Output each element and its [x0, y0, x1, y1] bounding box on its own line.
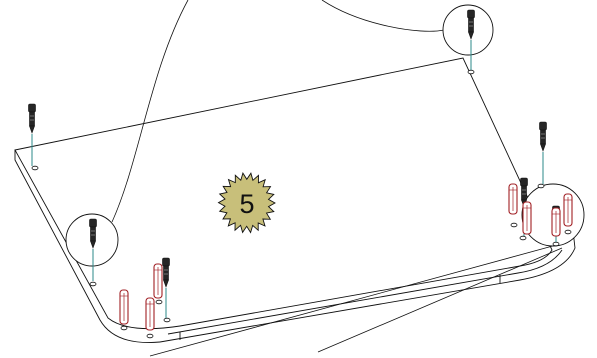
- wooden-dowel: [145, 297, 155, 331]
- wooden-dowel: [119, 289, 129, 325]
- hole: [467, 69, 475, 75]
- panel-holes: [31, 69, 572, 339]
- hardware-parts: [28, 9, 573, 331]
- cam-bolt: [539, 121, 547, 184]
- leader-top-left: [111, 0, 189, 223]
- hole: [519, 235, 527, 241]
- panel-board: [14, 57, 576, 343]
- leader-top-right: [321, 0, 445, 32]
- hole: [89, 281, 97, 287]
- panel-bottom-edge: [159, 221, 576, 343]
- step-badge-burst: [217, 172, 276, 234]
- hole: [31, 165, 39, 171]
- wooden-dowel: [153, 263, 163, 299]
- cam-bolt: [28, 103, 36, 166]
- step-number: 5: [239, 189, 254, 219]
- panel-front-edge: [14, 150, 161, 343]
- cam-bolt: [89, 218, 97, 281]
- cam-bolt: [467, 9, 475, 70]
- callout-leaders: [111, 0, 563, 357]
- hole: [155, 299, 163, 305]
- panel-top-face: [14, 57, 553, 330]
- hole: [146, 333, 154, 339]
- hole: [552, 241, 560, 247]
- hole: [120, 325, 128, 331]
- wooden-dowel: [508, 183, 518, 215]
- wooden-dowel: [563, 193, 573, 227]
- leader-bottom-a: [149, 243, 561, 357]
- callout-circle-top: [442, 4, 494, 56]
- wooden-dowel: [522, 201, 532, 235]
- step-badge: 5: [217, 172, 276, 234]
- hole: [564, 229, 572, 235]
- detail-callouts: [65, 4, 585, 267]
- wooden-dowel: [551, 207, 561, 237]
- hole: [163, 317, 171, 323]
- hole: [510, 222, 518, 228]
- cam-bolt: [162, 257, 170, 318]
- hole: [537, 183, 545, 189]
- panel-edge-line: [167, 249, 563, 335]
